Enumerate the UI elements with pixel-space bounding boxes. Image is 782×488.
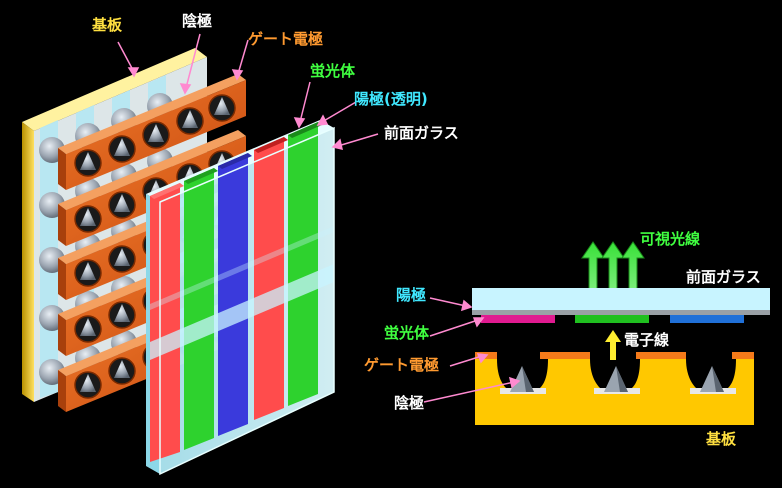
cross-section: 可視光線 前面ガラス 陽極 蛍光体 電子線 ゲート電極 陰極 基板 (364, 230, 770, 448)
front-glass-plate (146, 120, 335, 476)
electron-beam-arrow (605, 330, 621, 360)
cs-phosphor-green (575, 315, 649, 323)
cs-label-gate-electrode: ゲート電極 (364, 356, 439, 374)
cs-label-anode: 陽極 (396, 286, 426, 304)
cs-phosphor-blue (670, 315, 744, 323)
label-gate-electrode: ゲート電極 (248, 30, 323, 48)
cs-front-glass (472, 288, 770, 310)
phosphor-stripes (150, 122, 318, 462)
cs-label-electron-beam: 電子線 (624, 331, 669, 349)
cs-label-cathode: 陰極 (394, 394, 424, 412)
label-phosphor: 蛍光体 (310, 62, 356, 80)
cs-emitter-cones (510, 366, 724, 392)
cs-label-substrate: 基板 (705, 430, 737, 448)
gate-electrode-strips (57, 74, 247, 413)
cs-label-visible-light: 可視光線 (640, 230, 700, 248)
cs-label-phosphor: 蛍光体 (384, 324, 430, 342)
label-anode-transparent: 陽極(透明) (354, 90, 428, 108)
label-substrate: 基板 (91, 16, 123, 34)
label-front-glass: 前面ガラス (384, 124, 459, 142)
leader-lines (117, 33, 379, 150)
cs-label-front-glass: 前面ガラス (686, 268, 761, 286)
cs-phosphor-magenta (481, 315, 555, 323)
cs-leader-lines (423, 297, 521, 403)
label-cathode: 陰極 (182, 12, 212, 30)
